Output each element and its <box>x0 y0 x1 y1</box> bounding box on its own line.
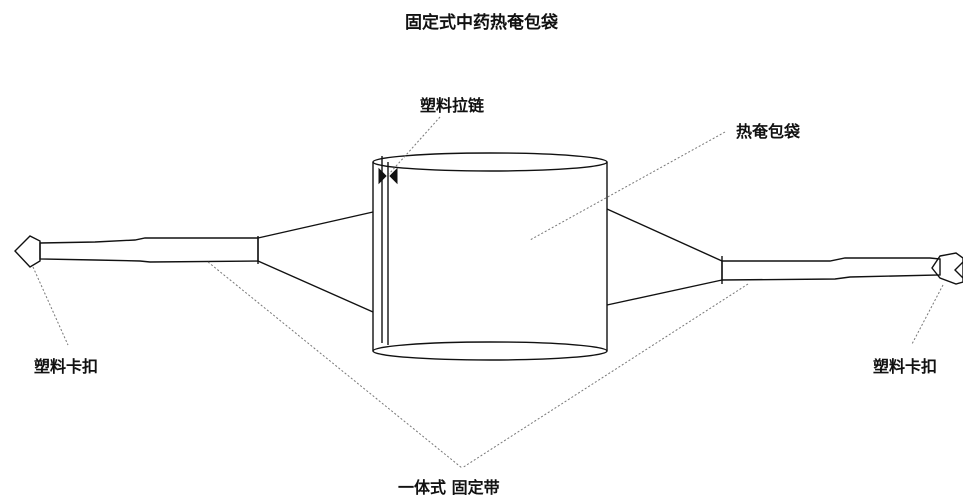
left-buckle-icon <box>14 235 41 268</box>
leader-buckle-right <box>911 284 944 345</box>
label-heat-pack-bag: 热奄包袋 <box>736 122 801 141</box>
plastic-zipper <box>378 156 398 345</box>
bag-top-ellipse <box>372 152 608 172</box>
left-strap-body <box>39 237 259 263</box>
left-strap-fan-bottom <box>257 260 374 313</box>
heat-pack-bag <box>372 152 608 361</box>
right-strap-fan-top <box>606 208 723 262</box>
label-plastic-buckle-left: 塑料卡扣 <box>34 357 99 376</box>
leader-strap-left <box>207 261 463 469</box>
leader-bag <box>529 131 726 241</box>
leader-strap-right <box>461 283 749 469</box>
label-plastic-zipper: 塑料拉链 <box>420 96 485 115</box>
leader-buckle-left <box>32 266 69 346</box>
zipper-pull-icon <box>378 167 398 185</box>
right-buckle-icon <box>931 252 963 285</box>
leader-zipper <box>388 116 441 175</box>
right-strap-body <box>721 257 941 281</box>
right-strap-fan-bottom <box>606 279 723 306</box>
diagram-title: 固定式中药热奄包袋 <box>405 13 558 33</box>
left-strap-fan-top <box>257 211 374 239</box>
label-integrated-strap: 一体式 固定带 <box>398 478 500 497</box>
right-buckle-inner-icon <box>954 261 963 279</box>
label-plastic-buckle-right: 塑料卡扣 <box>873 357 938 376</box>
right-strap <box>606 208 963 306</box>
bag-bottom-ellipse <box>372 341 608 361</box>
left-strap <box>14 211 374 313</box>
